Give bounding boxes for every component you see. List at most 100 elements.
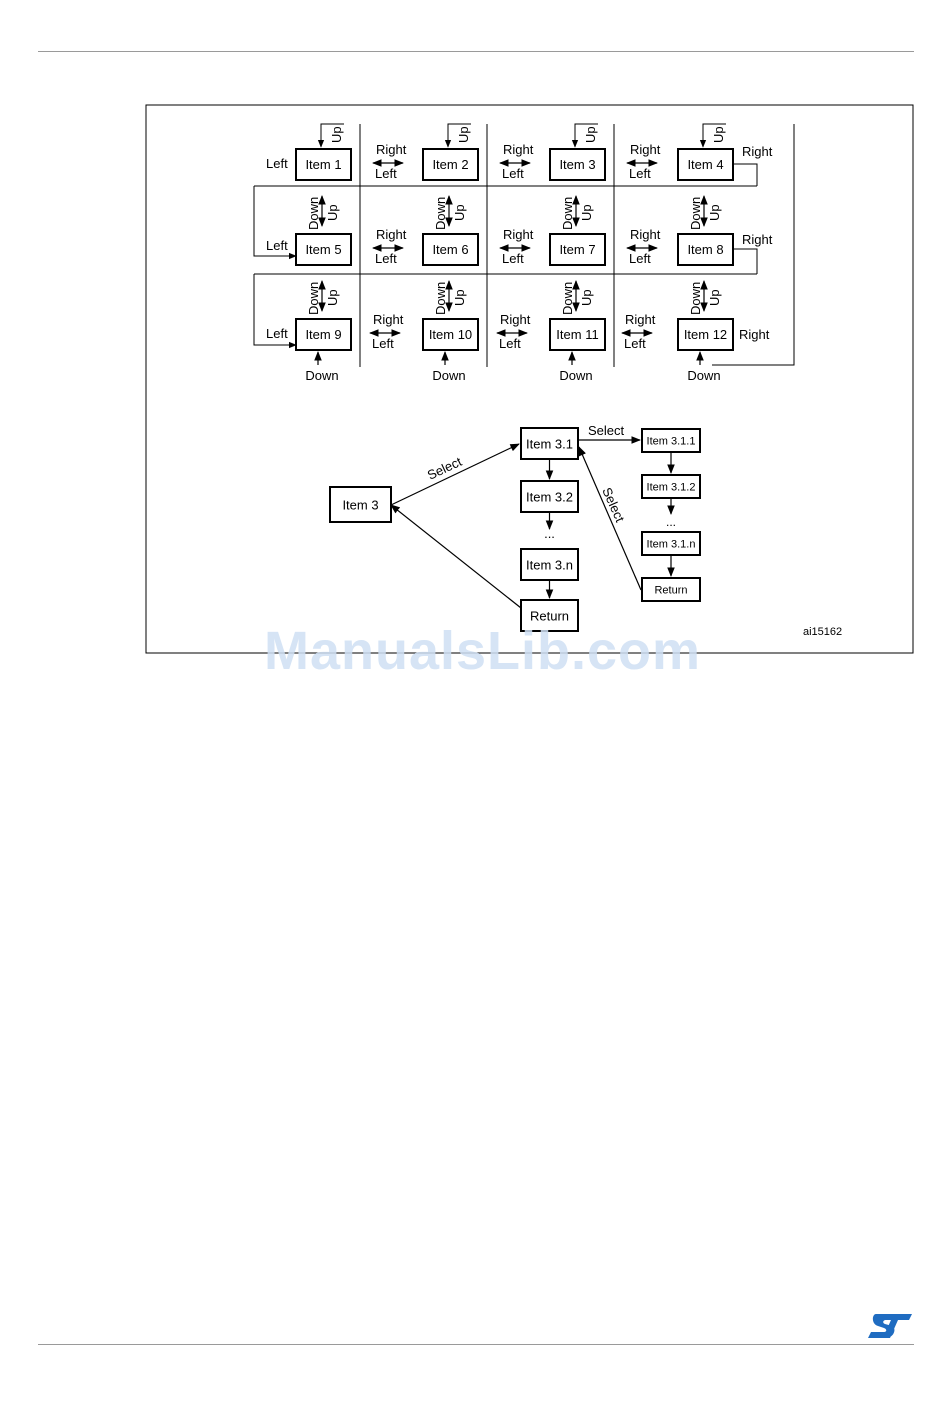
down-label: Down — [306, 197, 321, 230]
menu-item-box — [677, 233, 734, 266]
down-label: Down — [687, 368, 720, 383]
up-label: Up — [579, 289, 594, 306]
menu-item-box — [549, 318, 606, 351]
menu-item-label: Item 6 — [432, 242, 468, 257]
down-label: Down — [433, 197, 448, 230]
ellipsis-label: ... — [666, 515, 676, 529]
submenu-level2-box-label: Item 3.1.n — [647, 539, 696, 551]
select-label: Select — [425, 454, 464, 483]
up-wrap-arrow — [699, 123, 726, 148]
menu-item-label: Item 3 — [559, 157, 595, 172]
submenu-level2-box — [641, 531, 701, 556]
submenu-level1-box — [520, 480, 579, 513]
submenu-level2-box — [641, 428, 701, 453]
menu-item-box — [295, 318, 352, 351]
up-label: Up — [583, 126, 598, 143]
down-label: Down — [305, 368, 338, 383]
up-wrap-arrow — [444, 123, 471, 148]
up-label: Up — [579, 204, 594, 221]
left-label: Left — [266, 326, 288, 341]
submenu-level2-box-label: Item 3.1.2 — [647, 482, 696, 494]
submenu-level1-box-label: Return — [530, 608, 569, 623]
submenu-level1-box-label: Item 3.2 — [526, 489, 573, 504]
menu-item-label: Item 12 — [684, 327, 727, 342]
figure-id: ai15162 — [803, 626, 842, 638]
left-label: Left — [502, 166, 524, 181]
up-label: Up — [711, 126, 726, 143]
submenu-level2-box — [641, 577, 701, 602]
menu-item-box — [295, 233, 352, 266]
menu-item-label: Item 5 — [305, 242, 341, 257]
up-label: Up — [707, 204, 722, 221]
select-arrow — [578, 446, 642, 591]
menu-item-box — [677, 148, 734, 181]
left-label: Left — [629, 251, 651, 266]
down-label: Down — [559, 368, 592, 383]
right-label: Right — [376, 142, 407, 157]
left-label: Left — [499, 336, 521, 351]
left-label: Left — [375, 166, 397, 181]
up-label: Up — [325, 289, 340, 306]
up-label: Up — [325, 204, 340, 221]
submenu-level1-box-label: Item 3.n — [526, 557, 573, 572]
up-wrap-arrow — [571, 123, 598, 148]
submenu-level1-box — [520, 427, 579, 460]
menu-navigation-diagram: Item 1 Item 2 Item 3 Item 4 Item 5 Item 6 Item… — [145, 104, 914, 654]
right-label: Right — [630, 227, 661, 242]
down-label: Down — [560, 197, 575, 230]
left-label: Left — [375, 251, 397, 266]
menu-item-box — [422, 318, 479, 351]
right-label: Right — [503, 227, 534, 242]
down-label: Down — [306, 282, 321, 315]
menu-item-box — [422, 148, 479, 181]
submenu-root-box-label: Item 3 — [342, 497, 378, 512]
left-label: Left — [624, 336, 646, 351]
menu-item-label: Item 2 — [432, 157, 468, 172]
menu-item-box — [549, 148, 606, 181]
up-label: Up — [452, 204, 467, 221]
submenu-level2-box — [641, 474, 701, 499]
left-label: Left — [502, 251, 524, 266]
left-label: Left — [372, 336, 394, 351]
figure-frame — [145, 104, 914, 654]
right-label: Right — [625, 312, 656, 327]
st-logo-icon — [868, 1314, 912, 1338]
down-label: Down — [560, 282, 575, 315]
submenu-level1-box-label: Item 3.1 — [526, 436, 573, 451]
menu-item-label: Item 1 — [305, 157, 341, 172]
menu-item-box — [295, 148, 352, 181]
right-label: Right — [742, 232, 773, 247]
down-label: Down — [433, 282, 448, 315]
up-label: Up — [452, 289, 467, 306]
select-arrow — [390, 443, 520, 506]
menu-item-box — [422, 233, 479, 266]
footer-rule — [38, 1344, 914, 1345]
left-label: Left — [629, 166, 651, 181]
down-label: Down — [688, 197, 703, 230]
menu-item-label: Item 4 — [687, 157, 723, 172]
return-arrow — [390, 504, 522, 609]
menu-item-box — [549, 233, 606, 266]
left-label: Left — [266, 238, 288, 253]
submenu-level2-box-label: Item 3.1.1 — [647, 436, 696, 448]
submenu-level1-box — [520, 599, 579, 632]
menu-item-label: Item 8 — [687, 242, 723, 257]
menu-item-label: Item 9 — [305, 327, 341, 342]
right-label: Right — [503, 142, 534, 157]
right-label: Right — [376, 227, 407, 242]
right-label: Right — [739, 327, 770, 342]
right-label: Right — [742, 144, 773, 159]
right-label: Right — [630, 142, 661, 157]
select-label: Select — [588, 423, 625, 438]
menu-item-label: Item 7 — [559, 242, 595, 257]
left-label: Left — [266, 156, 288, 171]
menu-item-label: Item 10 — [429, 327, 472, 342]
submenu-level1-box — [520, 548, 579, 581]
down-label: Down — [688, 282, 703, 315]
submenu-level2-box-label: Return — [654, 585, 687, 597]
up-label: Up — [456, 126, 471, 143]
header-rule — [38, 51, 914, 52]
grid-lines — [253, 124, 795, 367]
right-label: Right — [500, 312, 531, 327]
ellipsis-label: ... — [544, 526, 555, 541]
